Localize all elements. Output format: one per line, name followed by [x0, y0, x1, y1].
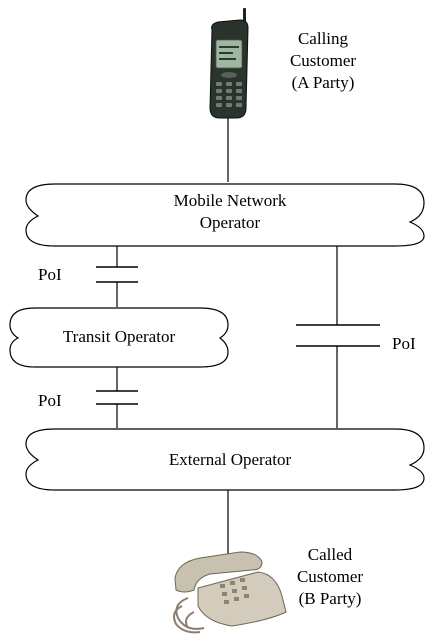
mno-line-2: Operator: [199, 213, 261, 232]
called-customer-line-2: Customer: [296, 567, 364, 586]
transit-operator-label: Transit Operator: [62, 327, 176, 346]
connection-lines: [116, 118, 338, 558]
desk-telephone-icon: [173, 551, 287, 634]
calling-customer-line-2: Customer: [289, 51, 357, 70]
called-customer-line-1: Called: [307, 545, 353, 564]
calling-customer-line-3: (A Party): [291, 73, 355, 92]
poi-symbol-right: [296, 324, 380, 347]
mobile-network-operator-shape: [25, 183, 425, 247]
mno-line-1: Mobile Network: [173, 191, 287, 210]
mobile-network-operator-label: Mobile Network Operator: [145, 190, 315, 234]
poi-symbol-lower-left: [96, 390, 138, 405]
poi-symbol-upper-left: [96, 266, 138, 283]
called-customer-label: Called Customer (B Party): [285, 544, 375, 610]
calling-customer-label: Calling Customer (A Party): [278, 28, 368, 94]
external-operator-shape: [25, 428, 425, 491]
poi-label-upper-left: PoI: [38, 265, 62, 284]
external-operator-label: External Operator: [168, 450, 292, 469]
called-customer-line-3: (B Party): [298, 589, 362, 608]
poi-label-right: PoI: [392, 334, 416, 353]
transit-operator-shape: [9, 307, 229, 368]
mobile-phone-icon: [209, 8, 249, 119]
calling-customer-line-1: Calling: [297, 29, 349, 48]
poi-label-lower-left: PoI: [38, 391, 62, 410]
